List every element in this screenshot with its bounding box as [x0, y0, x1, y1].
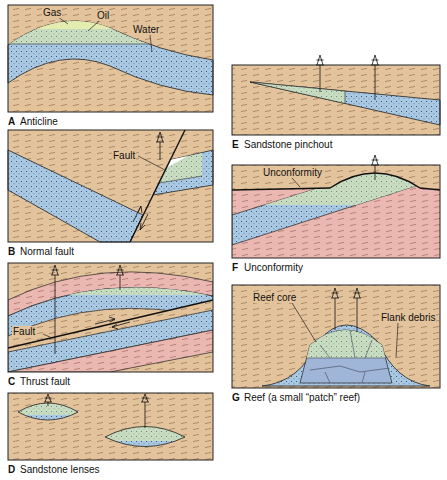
- panel-letter: D: [8, 464, 15, 475]
- panel-title: Thrust fault: [20, 376, 70, 387]
- fluid-label: Oil: [96, 10, 110, 21]
- panel-title: Anticline: [20, 116, 58, 127]
- panel-letter: E: [232, 139, 239, 150]
- callout-label: Reef core: [252, 292, 297, 303]
- fluid-label: Water: [132, 24, 160, 35]
- callout-label: Unconformity: [262, 167, 323, 178]
- callout-label: Flank debris: [380, 312, 436, 323]
- callout-label: Fault: [112, 150, 136, 161]
- callout-label: Fault: [12, 326, 36, 337]
- panel-letter: F: [232, 262, 238, 273]
- panel-title: Normal fault: [20, 246, 74, 257]
- panel-title: Reef (a small “patch” reef): [244, 392, 360, 403]
- panel-letter: G: [232, 392, 240, 403]
- panel-title: Unconformity: [244, 262, 303, 273]
- panel-letter: B: [8, 246, 15, 257]
- panel-title: Sandstone pinchout: [244, 139, 332, 150]
- fluid-label: Gas: [42, 7, 62, 18]
- panel-letter: A: [8, 116, 15, 127]
- panel-title: Sandstone lenses: [20, 464, 100, 475]
- panel-letter: C: [8, 376, 15, 387]
